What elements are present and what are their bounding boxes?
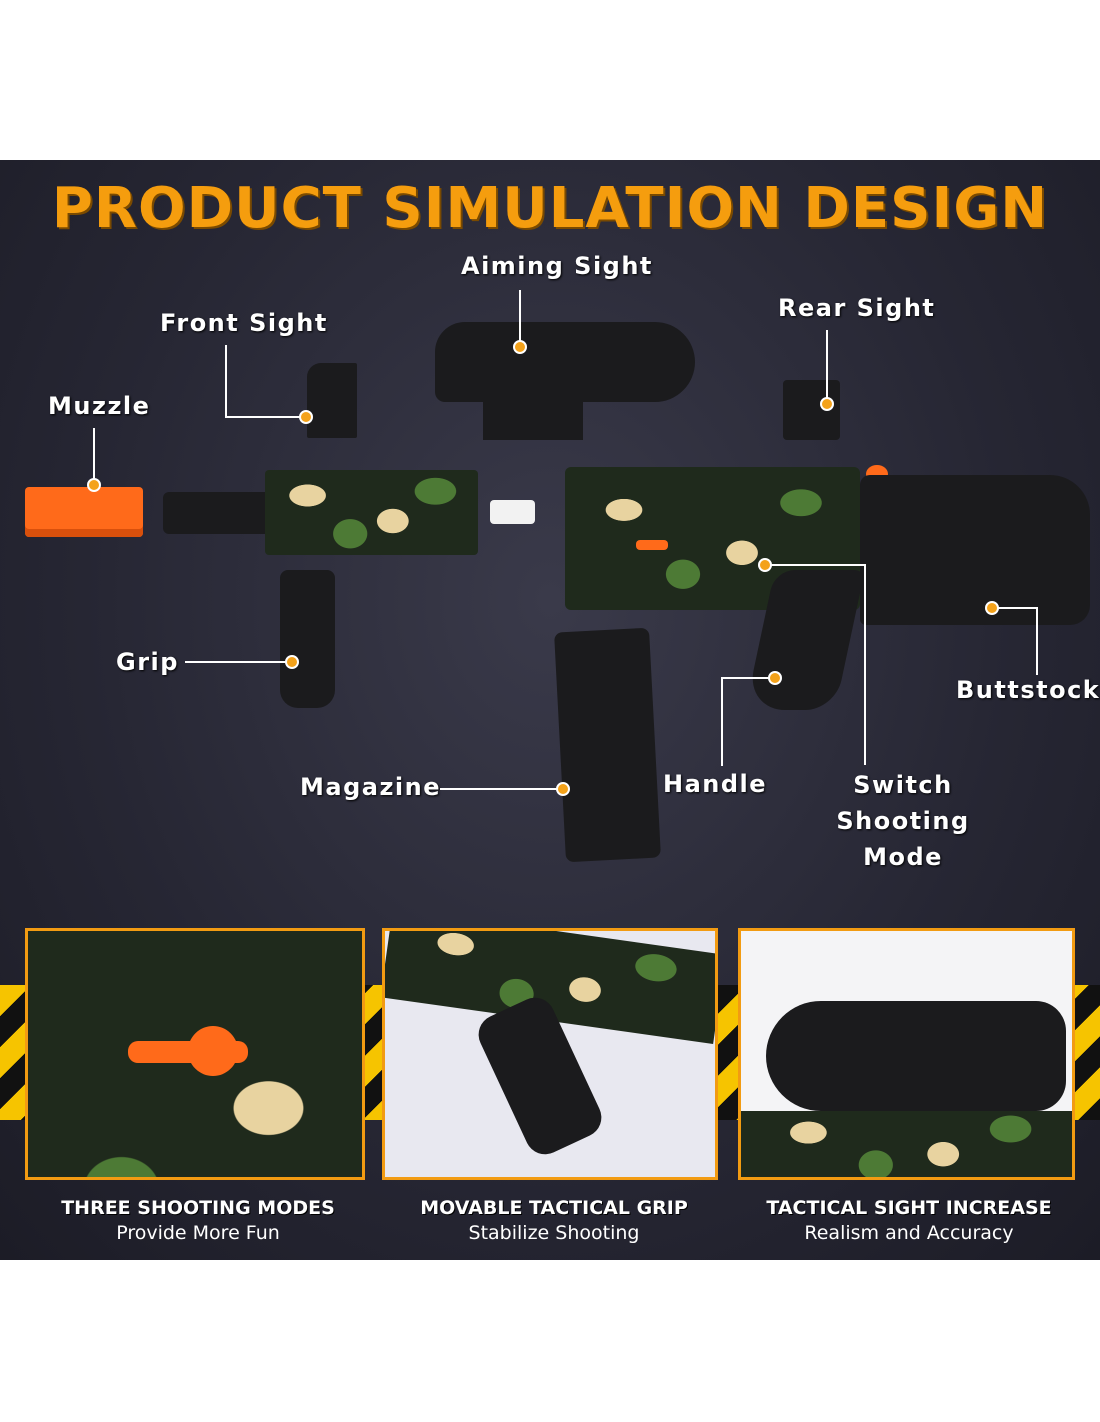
feature-title: MOVABLE TACTICAL GRIP — [420, 1197, 688, 1219]
leader-line — [721, 678, 723, 766]
marker-dot — [513, 340, 527, 354]
marker-dot — [758, 558, 772, 572]
feature-title: THREE SHOOTING MODES — [61, 1197, 335, 1219]
marker-dot — [820, 397, 834, 411]
label-magazine: Magazine — [300, 773, 442, 801]
label-front-sight: Front Sight — [160, 309, 328, 337]
scope-mount — [483, 400, 583, 440]
marker-dot — [285, 655, 299, 669]
leader-line — [519, 290, 521, 347]
leader-line — [225, 345, 227, 418]
marker-dot — [985, 601, 999, 615]
marker-dot — [556, 782, 570, 796]
label-switch-shooting-mode: Switch Shooting Mode — [788, 767, 1018, 875]
barrel-part — [163, 492, 273, 534]
leader-line — [765, 564, 866, 566]
muzzle-part — [25, 487, 143, 537]
label-buttstock: Buttstock — [956, 676, 1100, 704]
label-switch-line1: Switch Shooting — [836, 771, 970, 835]
handguard-part — [265, 470, 478, 555]
label-rear-sight: Rear Sight — [778, 294, 936, 322]
magazine-part — [554, 627, 661, 863]
feature-subtitle: Realism and Accuracy — [804, 1222, 1014, 1244]
leader-line — [440, 788, 563, 790]
label-muzzle: Muzzle — [48, 392, 151, 420]
marker-dot — [299, 410, 313, 424]
marker-dot — [768, 671, 782, 685]
leader-line — [721, 677, 775, 679]
marker-dot — [87, 478, 101, 492]
leader-line — [225, 416, 306, 418]
leader-line — [185, 661, 292, 663]
label-switch-line2: Mode — [863, 843, 943, 871]
label-grip: Grip — [116, 648, 179, 676]
label-aiming-sight: Aiming Sight — [461, 252, 653, 280]
leader-line — [826, 330, 828, 404]
scope-part — [435, 322, 695, 402]
buttstock-part — [860, 475, 1090, 625]
label-handle: Handle — [663, 770, 768, 798]
vertical-grip-part — [280, 570, 335, 708]
leader-line — [992, 607, 1038, 609]
feature-image-tactical-grip — [382, 928, 718, 1180]
feature-subtitle: Provide More Fun — [116, 1222, 280, 1244]
feature-subtitle: Stabilize Shooting — [468, 1222, 640, 1244]
leader-line — [864, 565, 866, 765]
barrel-tip — [490, 500, 535, 524]
feature-title: TACTICAL SIGHT INCREASE — [766, 1197, 1052, 1219]
feature-image-tactical-sight — [738, 928, 1075, 1180]
leader-line — [1036, 608, 1038, 675]
leader-line — [93, 428, 95, 485]
front-sight-part — [307, 363, 357, 438]
feature-image-shooting-modes — [25, 928, 365, 1180]
page-title: PRODUCT SIMULATION DESIGN — [51, 176, 1049, 241]
selector-switch — [636, 540, 668, 550]
rear-sight-part — [783, 380, 840, 440]
